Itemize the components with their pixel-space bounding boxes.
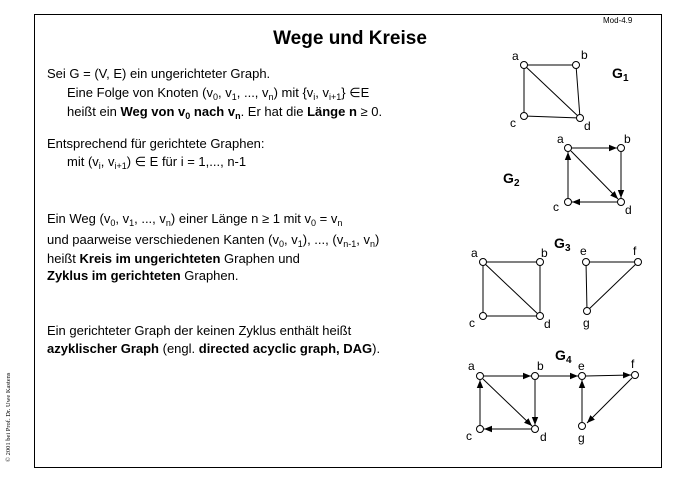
g3-label-a: a xyxy=(471,246,478,260)
g2-label-b: b xyxy=(624,132,631,146)
slide-frame xyxy=(34,14,662,468)
g3-label-b: b xyxy=(541,246,548,260)
line-node-sequence: Eine Folge von Knoten (v0, v1, ..., vn) … xyxy=(67,85,370,102)
g4-node-c xyxy=(476,425,484,433)
g4-node-b xyxy=(531,372,539,380)
g3-label-d: d xyxy=(544,317,551,331)
g4-label-g: g xyxy=(578,431,585,445)
g1-label-b: b xyxy=(581,48,588,62)
slide-id: Mod-4.9 xyxy=(603,16,633,25)
g2-node-c xyxy=(564,198,572,206)
line-cycle-def: Ein Weg (v0, v1, ..., vn) einer Länge n … xyxy=(47,211,343,228)
g4-label-b: b xyxy=(537,359,544,373)
g4-name-sub: 4 xyxy=(566,355,572,366)
g3-label-e: e xyxy=(580,244,587,258)
g1-label-d: d xyxy=(584,119,591,133)
g4-edges xyxy=(476,371,633,433)
g3-label-c: c xyxy=(469,316,475,330)
g2-node-a xyxy=(564,144,572,152)
g1-label-c: c xyxy=(510,116,516,130)
g2-name-sub: 2 xyxy=(514,178,520,189)
g4-label-f: f xyxy=(631,357,635,371)
g1-node-a xyxy=(520,61,528,69)
g2-edges xyxy=(564,144,625,206)
g4-node-e xyxy=(578,372,586,380)
g2-label-a: a xyxy=(557,132,564,146)
g3-label-f: f xyxy=(633,244,637,258)
g3-name-sub: 3 xyxy=(565,243,571,254)
line-directed-cond: mit (vi, vi+1) ∈ E für i = 1,..., n-1 xyxy=(67,154,247,171)
g4-label-d: d xyxy=(540,430,547,444)
page-title: Wege und Kreise xyxy=(273,28,427,49)
g1-node-c xyxy=(520,112,528,120)
g3-node-e xyxy=(582,258,590,266)
g2-label-d: d xyxy=(625,203,632,217)
g1-node-b xyxy=(572,61,580,69)
g4-node-a xyxy=(476,372,484,380)
line-dag-intro: Ein gerichteter Graph der keinen Zyklus … xyxy=(47,323,352,338)
g1-node-d xyxy=(576,114,584,122)
g2-name: G xyxy=(503,170,514,186)
g1-label-a: a xyxy=(512,49,519,63)
g3-node-f xyxy=(634,258,642,266)
g4-label-e: e xyxy=(578,359,585,373)
g3-name: G xyxy=(554,235,565,251)
line-dag-def: azyklischer Graph (engl. directed acycli… xyxy=(47,341,381,356)
g1-name-sub: 1 xyxy=(623,73,629,84)
line-kreis: heißt Kreis im ungerichteten Graphen und xyxy=(47,251,300,266)
g4-node-f xyxy=(631,371,639,379)
line-directed-intro: Entsprechend für gerichtete Graphen: xyxy=(47,136,265,151)
g3-node-a xyxy=(479,258,487,266)
line-distinct-edges: und paarweise verschiedenen Kanten (v0, … xyxy=(47,232,380,249)
g3-node-c xyxy=(479,312,487,320)
g4-node-g xyxy=(578,422,586,430)
g4-name: G xyxy=(555,347,566,363)
g4-node-d xyxy=(531,425,539,433)
g3-node-g xyxy=(583,307,591,315)
g4-label-a: a xyxy=(468,359,475,373)
g2-node-d xyxy=(617,198,625,206)
g2-label-c: c xyxy=(553,200,559,214)
g3-node-b xyxy=(536,258,544,266)
g1-name: G xyxy=(612,65,623,81)
line-path-def: heißt ein Weg von v0 nach vn. Er hat die… xyxy=(67,104,383,121)
g3-node-d xyxy=(536,312,544,320)
g4-label-c: c xyxy=(466,429,472,443)
line-graph-def: Sei G = (V, E) ein ungerichteter Graph. xyxy=(47,66,271,81)
g3-label-g: g xyxy=(583,316,590,330)
g2-node-b xyxy=(617,144,625,152)
line-zyklus: Zyklus im gerichteten Graphen. xyxy=(47,268,239,283)
g3-edges xyxy=(482,261,639,317)
g1-edges xyxy=(523,64,581,119)
